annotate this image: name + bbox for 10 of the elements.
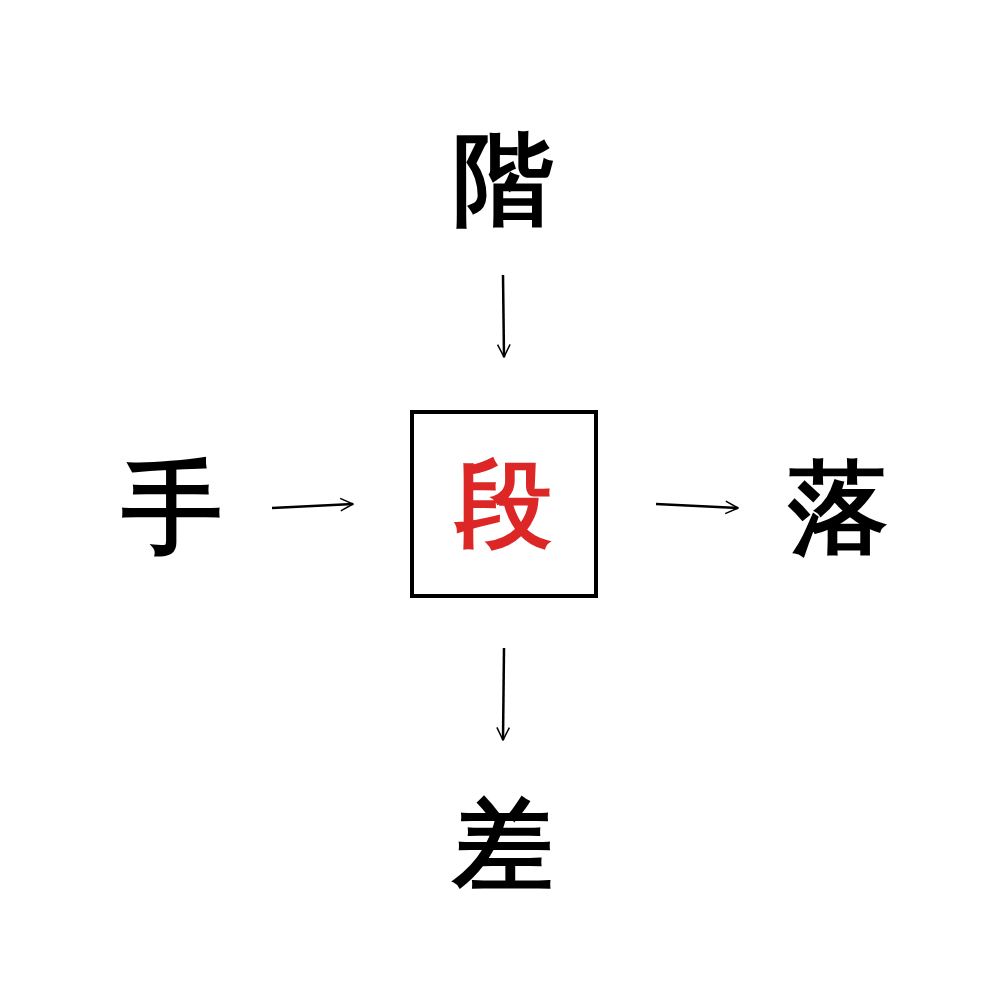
kanji-character: 落 (778, 448, 898, 568)
arrow (496, 648, 511, 741)
kanji-character: 階 (443, 120, 563, 240)
arrow (496, 275, 511, 358)
arrow (271, 497, 354, 512)
kanji-character: 段 (456, 456, 552, 552)
arrow (655, 500, 739, 515)
square-box (410, 410, 598, 598)
kanji-character: 差 (443, 785, 563, 905)
kanji-character: 手 (112, 448, 232, 568)
